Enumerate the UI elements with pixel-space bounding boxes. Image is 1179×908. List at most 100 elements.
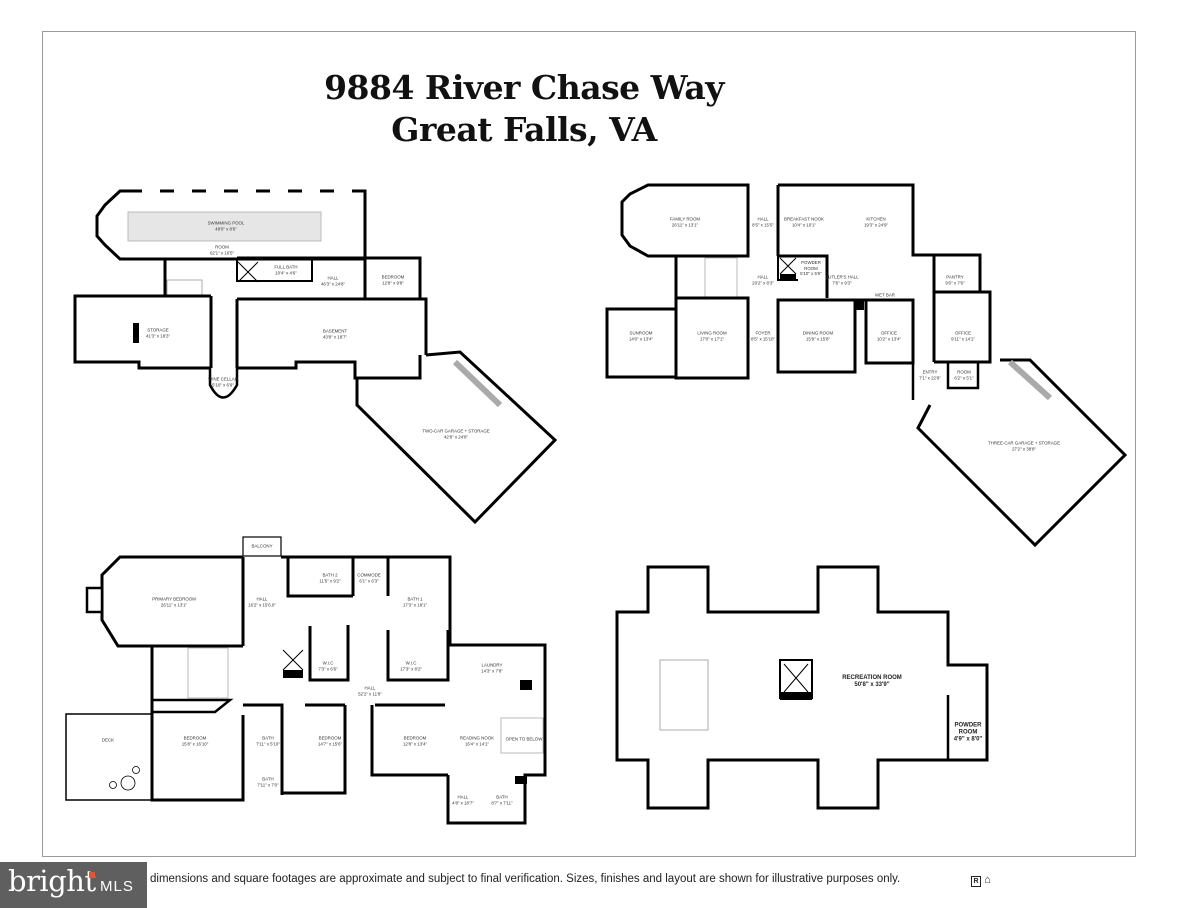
room-name: TWO-CAR GARAGE + STORAGE (422, 428, 490, 434)
open-to-below-area (500, 717, 544, 754)
room-dimensions: 17'0" x 17'1" (699, 336, 725, 341)
logo-suffix: MLS (100, 878, 134, 895)
hot-tub-icon (120, 775, 136, 791)
room-name: ROOM (957, 369, 971, 375)
wine-cellar-walls (208, 368, 239, 399)
room-dimensions: 50'8" x 33'9" (854, 682, 890, 688)
upper-walls (281, 555, 547, 825)
room-name: BEDROOM (381, 274, 405, 280)
room-name: OPEN TO BELOW (505, 736, 543, 742)
room-dimensions: 26'11" x 13'1" (671, 222, 699, 227)
room-dimensions: 27'2" x 38'8" (1011, 446, 1037, 451)
room-name: HALL (757, 216, 769, 222)
room-name: FOYER (755, 330, 771, 336)
room-dimensions: 48'0" x 8'6" (215, 226, 237, 231)
room-dimensions: 26'11" x 13'1" (160, 602, 188, 607)
entry-walls (911, 362, 980, 400)
room-dimensions: 20'2" x 8'3" (752, 280, 774, 285)
logo-word: bright (8, 864, 96, 898)
garage-stairs (1007, 359, 1053, 401)
room-name: FULL BATH (274, 264, 298, 270)
room-name: W.I.C (322, 660, 334, 666)
room-name: LIVING ROOM (697, 330, 727, 336)
room-dimensions: 7'1" x 22'8" (919, 375, 941, 380)
room-label: BALCONY (252, 543, 273, 549)
room-name: DINING ROOM (802, 330, 834, 336)
basement-walls (237, 297, 428, 380)
deck-walls (65, 713, 153, 801)
room-dimensions: 16'4" x 14'1" (464, 741, 490, 746)
room-name: RECREATION ROOM (842, 675, 902, 681)
room-dimensions: 9'11" x 14'1" (951, 336, 975, 341)
room-name: POWDER ROOM (801, 259, 821, 271)
room-dimensions: 15'9" x 15'8" (805, 336, 831, 341)
room-dimensions: 14'7" x 15'6" (317, 741, 343, 746)
dining-room-walls (776, 298, 857, 374)
floorplan-frame (42, 31, 1136, 857)
garage-stairs (452, 359, 503, 408)
room-name: HALL (457, 794, 469, 800)
recreation-level-plan (615, 565, 989, 810)
room-name: WET BAR (875, 292, 895, 298)
address-line-1: 9884 River Chase Way (324, 68, 724, 107)
room-name: W.I.C (405, 660, 417, 666)
upper-level-plan (65, 536, 547, 825)
room-name: BATH 1 (407, 596, 423, 602)
room-dimensions: 42'8" x 24'8" (443, 434, 469, 439)
lower-hall-walls (150, 646, 445, 802)
room-name: ENTRY (922, 369, 938, 375)
stairs (659, 659, 709, 731)
room-dimensions: 12'8" x 9'8" (382, 280, 404, 285)
elevator-icon (237, 261, 259, 283)
room-dimensions: 12'8" x 13'4" (402, 741, 428, 746)
room-name: POWDER ROOM (954, 722, 982, 736)
stairs (704, 257, 738, 299)
room-dimensions: 4'9" x 8'0" (953, 736, 983, 743)
room-dimensions: 17'3" x 8'2" (400, 666, 422, 671)
room-name: BATH (496, 794, 508, 800)
room-dimensions: 46'3" x 24'8" (320, 281, 346, 286)
room-name: HALL (364, 685, 376, 691)
room-dimensions: 17'3" x 18'1" (402, 602, 428, 607)
room-dimensions: 7'6" x 9'3" (832, 280, 852, 285)
room-name: FAMILY ROOM (669, 216, 701, 222)
room-name: SWIMMING POOL (207, 220, 245, 226)
room-dimensions: 6'2" x 5'1" (954, 375, 974, 380)
realtor-icon: R (971, 876, 981, 887)
room-name: BREAKFAST NOOK (784, 216, 824, 222)
room-name: READING NOOK (459, 735, 495, 741)
room-name: HALL (256, 596, 268, 602)
room-dimensions: 6'1" x 6'3" (359, 578, 379, 583)
room-dimensions: 9'0" x 7'6" (945, 280, 965, 285)
family-room-walls (620, 183, 750, 258)
room-dimensions: 8'5" x 15'10" (750, 336, 776, 341)
basement-plan (73, 189, 558, 525)
three-car-garage-walls (916, 358, 1128, 548)
bright-mls-logo: bright MLS (0, 862, 147, 908)
